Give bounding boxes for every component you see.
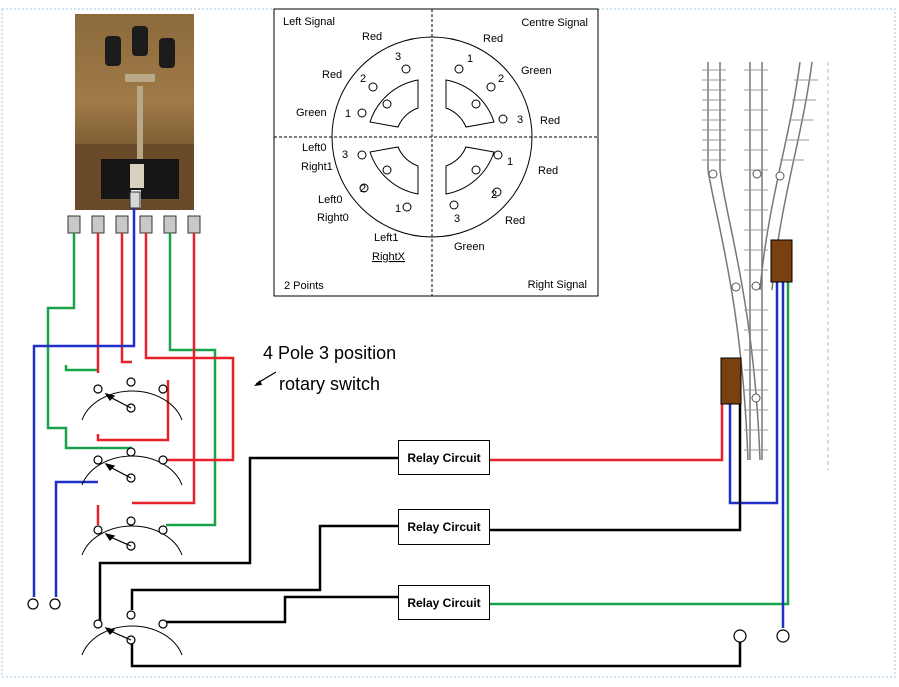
tl-num-1: 1 xyxy=(345,108,351,120)
relay-circuit-3: Relay Circuit xyxy=(398,585,490,620)
tr-label-green: Green xyxy=(521,65,552,77)
bl-label-left0-a: Left0 xyxy=(302,142,326,154)
track-turnout xyxy=(707,61,829,470)
br-num-1: 1 xyxy=(507,156,513,168)
tr-num-3: 3 xyxy=(517,114,523,126)
blue-wires xyxy=(32,208,785,628)
br-label-green: Green xyxy=(454,241,485,253)
tr-label-red-b: Red xyxy=(540,115,560,127)
bl-num-2: 2 xyxy=(360,183,366,195)
br-label-red-a: Red xyxy=(538,165,558,177)
tl-label-green: Green xyxy=(296,107,327,119)
canvas-border xyxy=(1,8,896,678)
end-terminals xyxy=(27,598,790,643)
bl-label-right0: Right0 xyxy=(317,212,349,224)
switch-caption-line1: 4 Pole 3 position xyxy=(263,343,397,363)
relay-circuit-2: Relay Circuit xyxy=(398,509,490,545)
bl-label-left0-b: Left0 xyxy=(318,194,342,206)
bl-label-right1: Right1 xyxy=(301,161,333,173)
rotary-dial-diagram: Left Signal Centre Signal 2 Points Right… xyxy=(273,8,599,297)
bl-label-rightx: RightX xyxy=(372,251,406,263)
quadrant-title-right-signal: Right Signal xyxy=(528,279,587,291)
track-sleepers xyxy=(702,69,818,451)
bl-num-3: 3 xyxy=(342,149,348,161)
tl-num-2: 2 xyxy=(360,73,366,85)
rotary-switch-arcs xyxy=(81,390,183,656)
tr-num-1: 1 xyxy=(467,53,473,65)
point-motor-2 xyxy=(770,239,793,283)
rotary-switch-pointers xyxy=(104,393,132,641)
black-wires xyxy=(98,404,742,668)
br-label-red-b: Red xyxy=(505,215,525,227)
red-wires xyxy=(96,233,724,525)
bl-num-1: 1 xyxy=(395,203,401,215)
tl-label-red-a: Red xyxy=(362,31,382,43)
tr-num-2: 2 xyxy=(498,73,504,85)
tl-label-red-b: Red xyxy=(322,69,342,81)
relay-circuit-1: Relay Circuit xyxy=(398,440,490,475)
tl-num-3: 3 xyxy=(395,51,401,63)
quadrant-title-left-signal: Left Signal xyxy=(283,16,335,28)
track-lamps xyxy=(708,169,785,403)
green-wires xyxy=(46,233,790,606)
switch-caption-line2: rotary switch xyxy=(279,374,381,394)
bl-label-left1: Left1 xyxy=(374,232,398,244)
rotary-switch-contacts xyxy=(93,377,168,645)
point-motor-1 xyxy=(720,357,742,405)
quadrant-title-2-points: 2 Points xyxy=(284,280,324,292)
tr-label-red-a: Red xyxy=(483,33,503,45)
br-num-3: 3 xyxy=(454,213,460,225)
br-num-2: 2 xyxy=(491,189,497,201)
quadrant-title-centre-signal: Centre Signal xyxy=(521,17,588,29)
